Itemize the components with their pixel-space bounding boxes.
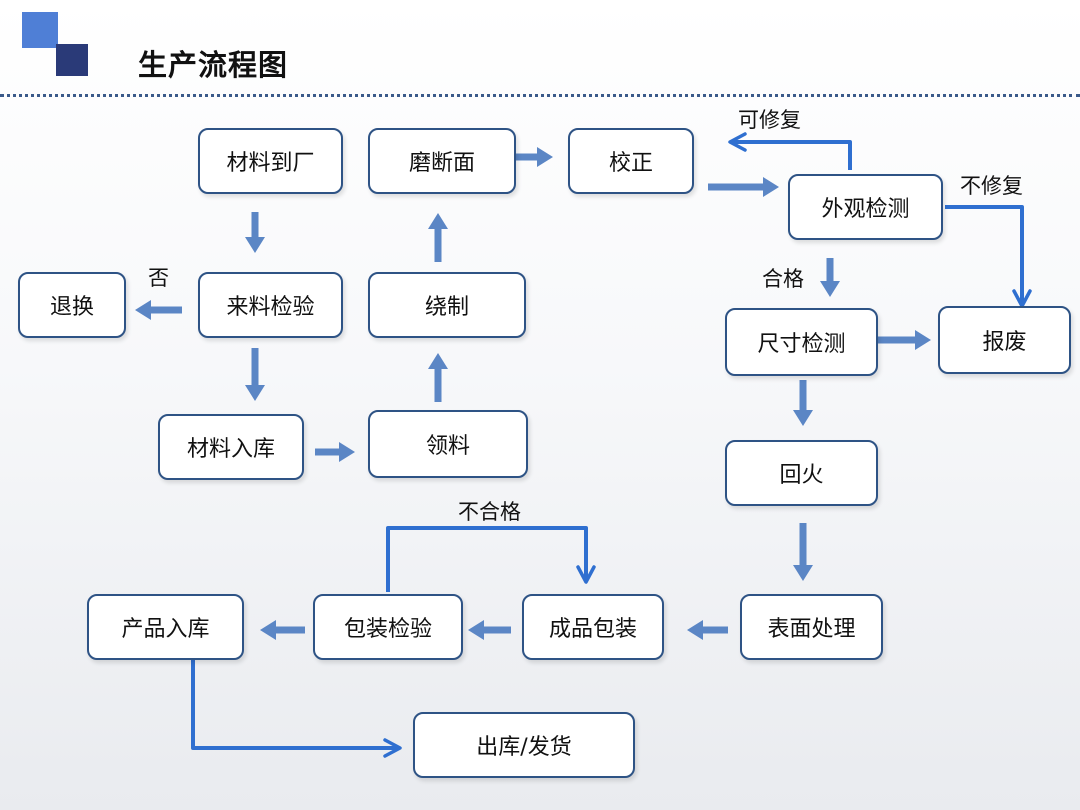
node-baozhuang-jianyan: 包装检验 — [313, 594, 463, 660]
arrow-waiguan-kexiufu-to-jiaozheng — [728, 132, 852, 170]
dotted-divider — [0, 94, 1080, 97]
node-chuku-fahuo: 出库/发货 — [413, 712, 635, 778]
logo-square-dark — [56, 44, 88, 76]
node-lingliao: 领料 — [368, 410, 528, 478]
node-raozhi: 绕制 — [368, 272, 526, 338]
page-title: 生产流程图 — [138, 48, 289, 82]
logo-square-light — [22, 12, 58, 48]
node-chicun-jiance: 尺寸检测 — [725, 308, 878, 376]
node-biaomian-chuli: 表面处理 — [740, 594, 883, 660]
label-buhege: 不合格 — [458, 500, 521, 524]
node-chanpin-ruku: 产品入库 — [87, 594, 244, 660]
node-jiaozheng: 校正 — [568, 128, 694, 194]
node-huihuo: 回火 — [725, 440, 878, 506]
label-buxiufu: 不修复 — [960, 174, 1023, 198]
node-baofei: 报废 — [938, 306, 1071, 374]
arrow-chanpin-to-chuku — [191, 660, 402, 758]
node-cailiao-ruku: 材料入库 — [158, 414, 304, 480]
node-chengpin-baozhuang: 成品包装 — [522, 594, 664, 660]
label-hege: 合格 — [762, 267, 804, 291]
label-kexiufu: 可修复 — [738, 108, 801, 132]
node-moduanmian: 磨断面 — [368, 128, 516, 194]
arrow-baozhuang-buhege-to-chengpin — [386, 526, 596, 592]
label-fou: 否 — [148, 266, 169, 290]
node-lailiao-jianyan: 来料检验 — [198, 272, 343, 338]
arrow-waiguan-buxiufu-to-baofei — [945, 205, 1032, 308]
node-tuihuan: 退换 — [18, 272, 126, 338]
node-waiguan-jiance: 外观检测 — [788, 174, 943, 240]
node-cailiao-daochang: 材料到厂 — [198, 128, 343, 194]
